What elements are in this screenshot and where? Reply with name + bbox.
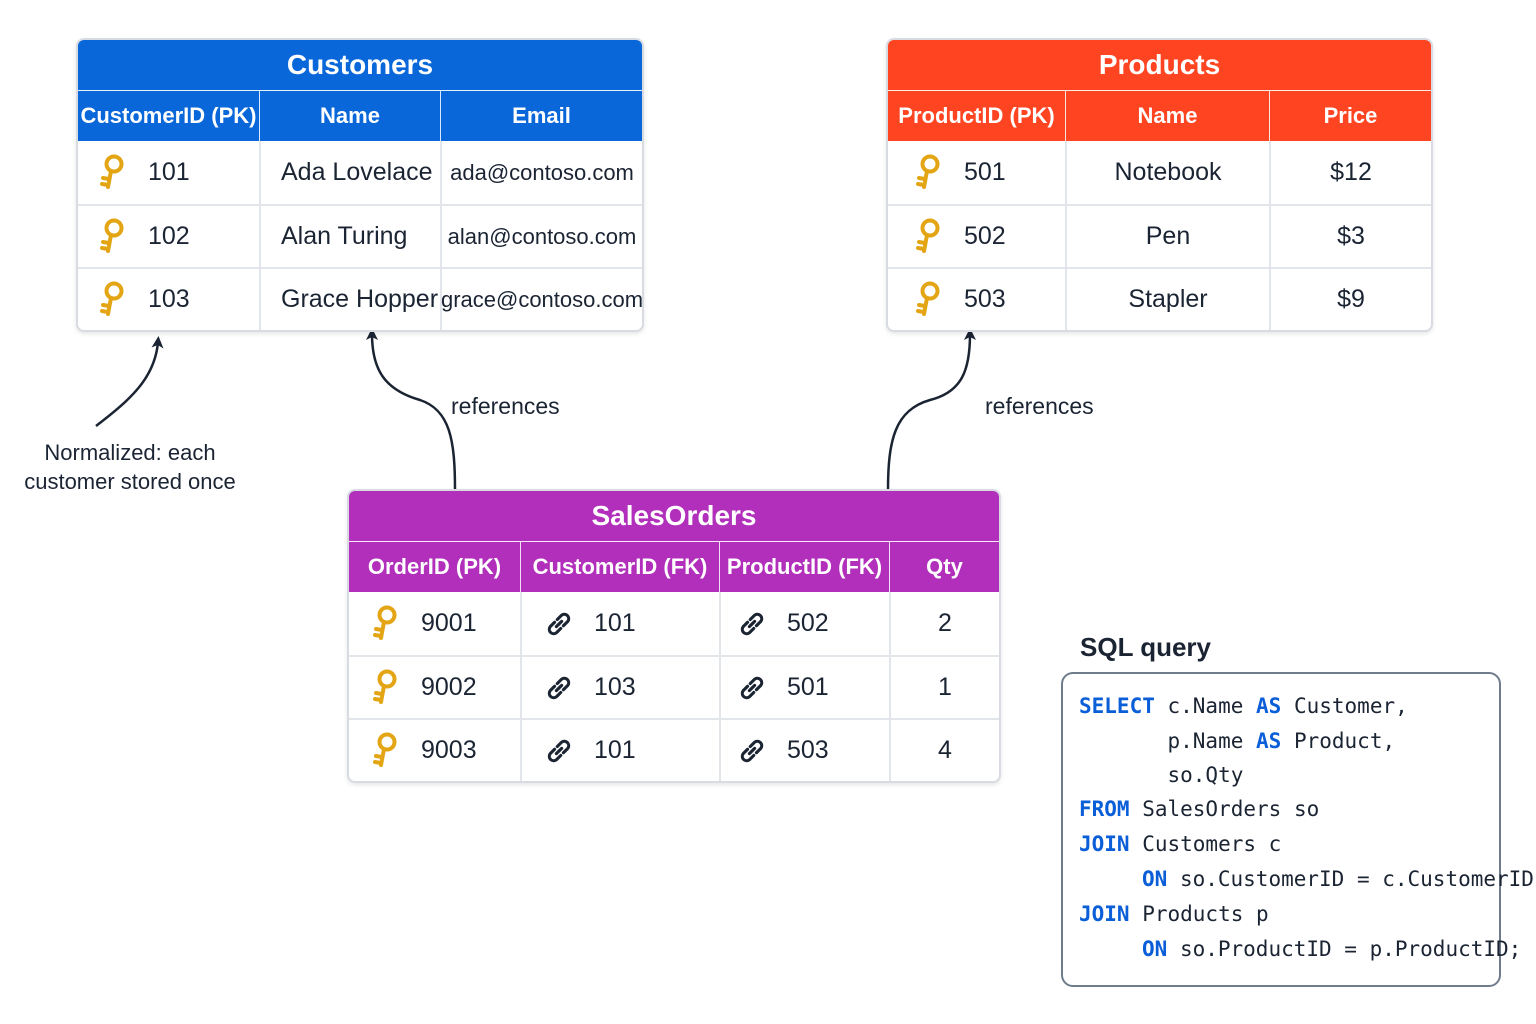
normalized-note: Normalized: each customer stored once bbox=[20, 438, 240, 496]
link-icon bbox=[544, 732, 574, 770]
link-icon bbox=[737, 605, 767, 643]
order-product-id: 502 bbox=[787, 609, 829, 637]
column-header-email: Email bbox=[440, 91, 642, 141]
order-customer-id: 103 bbox=[594, 673, 636, 701]
column-header-productid: ProductID (PK) bbox=[898, 103, 1055, 128]
references-label-right: references bbox=[985, 393, 1094, 419]
key-icon bbox=[371, 732, 401, 770]
order-id: 9003 bbox=[421, 736, 477, 764]
key-icon bbox=[914, 218, 944, 256]
salesorders-table: SalesOrders OrderID (PK) CustomerID (FK)… bbox=[347, 489, 1001, 783]
column-header-qty: Qty bbox=[889, 542, 999, 592]
arrow-normalized-note bbox=[95, 336, 164, 427]
column-header-productid-fk: ProductID (FK) bbox=[719, 542, 889, 592]
order-qty: 4 bbox=[889, 720, 999, 781]
order-customer-id: 101 bbox=[594, 609, 636, 637]
code-line: SELECT c.Name AS Customer, bbox=[1079, 694, 1408, 718]
order-id: 9002 bbox=[421, 673, 477, 701]
product-price: $3 bbox=[1269, 206, 1431, 267]
table-title: Products bbox=[888, 40, 1431, 90]
normalized-note-line2: customer stored once bbox=[24, 469, 236, 494]
sql-query-title: SQL query bbox=[1080, 632, 1212, 662]
order-customer-id: 101 bbox=[594, 736, 636, 764]
table-row: 103 Grace Hopper grace@contoso.com bbox=[78, 267, 642, 330]
key-icon bbox=[914, 154, 944, 192]
product-id: 502 bbox=[964, 222, 1006, 250]
customer-name: Grace Hopper bbox=[259, 269, 440, 330]
order-product-id: 501 bbox=[787, 673, 829, 701]
column-header-name: Name bbox=[259, 91, 440, 141]
table-row: 9001 101 502 2 bbox=[349, 592, 999, 655]
product-name: Pen bbox=[1065, 206, 1269, 267]
table-header-row: OrderID (PK) CustomerID (FK) ProductID (… bbox=[349, 541, 999, 592]
column-header-name: Name bbox=[1065, 91, 1269, 141]
product-price: $12 bbox=[1269, 141, 1431, 204]
customers-table: Customers CustomerID (PK) Name Email 101… bbox=[76, 38, 644, 332]
product-id: 503 bbox=[964, 285, 1006, 313]
key-icon bbox=[98, 218, 128, 256]
customer-id: 102 bbox=[148, 222, 190, 250]
table-title: Customers bbox=[78, 40, 642, 90]
link-icon bbox=[544, 605, 574, 643]
column-header-price: Price bbox=[1269, 91, 1431, 141]
products-table: Products ProductID (PK) Name Price 501 N… bbox=[886, 38, 1433, 332]
column-header-customerid: CustomerID (PK) bbox=[80, 103, 257, 128]
column-header-orderid: OrderID (PK) bbox=[367, 554, 502, 579]
link-icon bbox=[737, 669, 767, 707]
link-icon bbox=[544, 669, 574, 707]
customer-id: 101 bbox=[148, 158, 190, 186]
code-line: p.Name AS Product, bbox=[1079, 729, 1396, 753]
table-row: 501 Notebook $12 bbox=[888, 141, 1431, 204]
references-label-left: references bbox=[451, 393, 560, 419]
customer-email: alan@contoso.com bbox=[440, 206, 642, 267]
code-line: so.Qty bbox=[1079, 763, 1244, 787]
key-icon bbox=[371, 669, 401, 707]
customer-name: Alan Turing bbox=[259, 206, 440, 267]
code-line: FROM SalesOrders so bbox=[1079, 797, 1320, 821]
code-line: ON so.CustomerID = c.CustomerID bbox=[1142, 867, 1534, 891]
link-icon bbox=[737, 732, 767, 770]
arrow-salesorders-to-customers bbox=[366, 328, 457, 491]
customer-id: 103 bbox=[148, 285, 190, 313]
customer-email: ada@contoso.com bbox=[440, 141, 642, 204]
order-product-id: 503 bbox=[787, 736, 829, 764]
code-line: JOIN Customers c bbox=[1079, 832, 1282, 856]
customer-name: Ada Lovelace bbox=[259, 141, 440, 204]
normalized-note-line1: Normalized: each bbox=[44, 440, 216, 465]
table-row: 9003 101 503 4 bbox=[349, 718, 999, 781]
order-qty: 2 bbox=[889, 592, 999, 655]
column-header-customerid-fk: CustomerID (FK) bbox=[520, 542, 719, 592]
key-icon bbox=[98, 281, 128, 319]
table-row: 9002 103 501 1 bbox=[349, 655, 999, 718]
order-id: 9001 bbox=[421, 609, 477, 637]
product-name: Stapler bbox=[1065, 269, 1269, 330]
table-row: 101 Ada Lovelace ada@contoso.com bbox=[78, 141, 642, 204]
sql-code-box: SELECT c.Name AS Customer, p.Name AS Pro… bbox=[1061, 672, 1534, 987]
key-icon bbox=[914, 281, 944, 319]
code-line: ON so.ProductID = p.ProductID; bbox=[1142, 937, 1522, 961]
arrow-salesorders-to-products bbox=[886, 328, 976, 491]
key-icon bbox=[98, 154, 128, 192]
table-title: SalesOrders bbox=[349, 491, 999, 541]
table-row: 503 Stapler $9 bbox=[888, 267, 1431, 330]
order-qty: 1 bbox=[889, 657, 999, 718]
table-header-row: ProductID (PK) Name Price bbox=[888, 90, 1431, 141]
customer-email: grace@contoso.com bbox=[440, 269, 642, 330]
table-row: 102 Alan Turing alan@contoso.com bbox=[78, 204, 642, 267]
product-price: $9 bbox=[1269, 269, 1431, 330]
table-row: 502 Pen $3 bbox=[888, 204, 1431, 267]
code-line: JOIN Products p bbox=[1079, 902, 1269, 926]
product-name: Notebook bbox=[1065, 141, 1269, 204]
table-header-row: CustomerID (PK) Name Email bbox=[78, 90, 642, 141]
key-icon bbox=[371, 605, 401, 643]
product-id: 501 bbox=[964, 158, 1006, 186]
